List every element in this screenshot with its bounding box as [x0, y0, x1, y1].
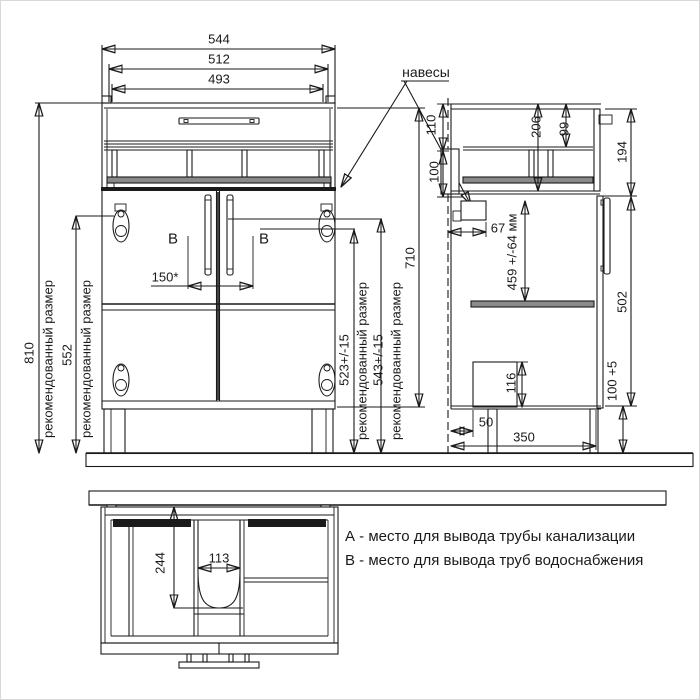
- dim-50-label: 50: [478, 414, 494, 430]
- dim-523-label: 523+/-15: [336, 334, 352, 386]
- dim-512-label: 512: [208, 51, 230, 67]
- hanger-bracket: [460, 200, 487, 221]
- dim-150-label: 150*: [151, 269, 179, 285]
- drawer-handle: [178, 117, 260, 125]
- dim-206-label: 206: [528, 116, 544, 138]
- leg-right: [311, 408, 334, 454]
- dim-543-note: рекомендованный размер: [388, 282, 404, 440]
- legend-line-a: А - место для вывода трубы канализации: [345, 528, 636, 545]
- dim-194-label: 194: [614, 141, 630, 163]
- dim-523-note: рекомендованный размер: [354, 282, 370, 440]
- cabinet-bottom-outline: [100, 506, 339, 644]
- door-handle-side: [603, 197, 611, 275]
- water-outlet-letter-right: В: [258, 230, 270, 248]
- dim-493-label: 493: [208, 71, 230, 87]
- dim-67-label: 67: [490, 220, 506, 236]
- dim-99-label: 99: [556, 121, 572, 137]
- hinge-bottom-right: [318, 363, 336, 397]
- niche-shelf: [106, 176, 332, 184]
- dim-502-label: 502: [614, 291, 630, 313]
- dim-110-label: 110: [423, 114, 439, 136]
- water-outlet-letter-left: В: [167, 230, 179, 248]
- wall-bracket: [440, 148, 460, 195]
- dim-100-5-label: 100 +5: [604, 360, 620, 402]
- foot-plate: [178, 661, 260, 669]
- siphon-recess: [472, 361, 518, 408]
- dim-810-note: рекомендованный размер: [40, 280, 56, 438]
- side-view: [437, 98, 637, 453]
- leg-left: [103, 408, 126, 454]
- dim-113-label: 113: [208, 550, 230, 566]
- dim-116-label: 116: [503, 372, 519, 394]
- front-view: [35, 45, 471, 453]
- legend-line-b: В - место для вывода труб водоснабжения: [345, 552, 644, 569]
- hinge-bottom-left: [112, 363, 130, 397]
- hangers-label: навесы: [402, 64, 450, 80]
- floor-hatch: [85, 452, 694, 468]
- dim-710-label: 710: [402, 247, 418, 269]
- dim-244-label: 244: [152, 552, 168, 574]
- door-handle-right: [226, 194, 234, 276]
- dim-810-label: 810: [21, 342, 37, 364]
- dim-100-label: 100: [426, 161, 442, 183]
- dim-552-label: 552: [59, 344, 75, 366]
- dim-552-note: рекомендованный размер: [78, 280, 94, 438]
- inner-shelf-side: [470, 300, 595, 308]
- dim-543-label: 543+/-15: [370, 334, 386, 386]
- bottom-view: [88, 490, 667, 669]
- door-side: [596, 195, 604, 409]
- hinge-top-right: [318, 203, 336, 243]
- dim-544-label: 544: [208, 31, 230, 47]
- dim-459-label: 459 +/-64 мм: [504, 213, 520, 291]
- door-handle-left: [204, 194, 212, 276]
- dim-350-label: 350: [513, 429, 535, 445]
- hinge-top-left: [112, 203, 130, 243]
